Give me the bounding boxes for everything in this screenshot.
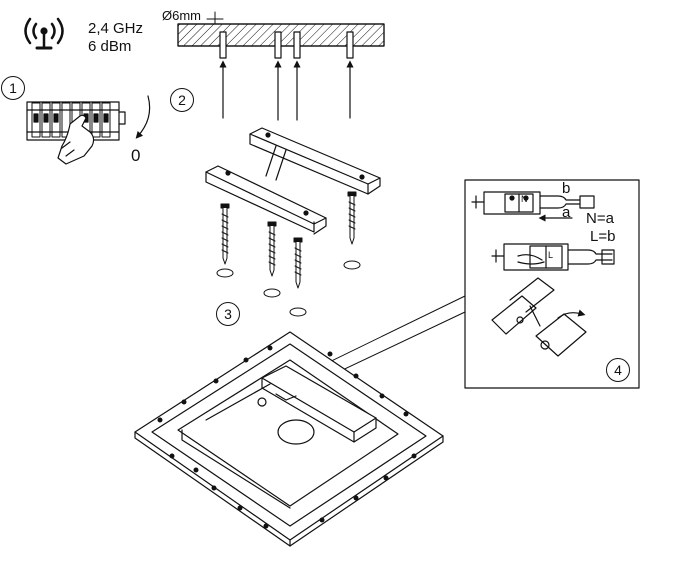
power-label: 6 dBm [88, 38, 132, 55]
mounting-bracket [205, 127, 381, 235]
wiring-inset [464, 179, 640, 389]
screws [216, 191, 361, 317]
neutral-label: N=a [586, 210, 614, 227]
step-3-badge: 3 [216, 302, 240, 326]
drill-diameter-label: Ø6mm [162, 8, 201, 23]
circuit-breaker-icon [26, 95, 151, 165]
antenna-signal-icon [24, 17, 64, 50]
step-4-badge: 4 [606, 358, 630, 382]
wire-a-label: a [562, 204, 571, 221]
live-label: L=b [590, 228, 616, 245]
terminal-n-label: N [521, 194, 528, 204]
ceiling-panel [134, 331, 444, 547]
ceiling-section [177, 11, 385, 121]
breaker-off-label: 0 [131, 146, 141, 165]
step-2-badge: 2 [170, 88, 194, 112]
terminal-l-label: L [548, 250, 554, 260]
frequency-label: 2,4 GHz [88, 20, 144, 37]
step-1-badge: 1 [1, 76, 25, 100]
wire-b-label: b [562, 180, 571, 197]
